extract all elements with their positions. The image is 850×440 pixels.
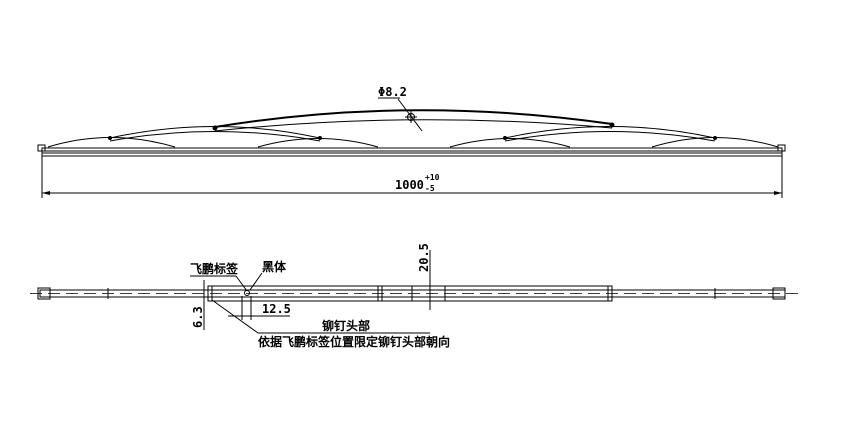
- top-view: Φ8.2 1000 +10 -5: [37, 85, 786, 198]
- length-value: 1000: [395, 178, 424, 192]
- note-leader: [211, 299, 259, 334]
- label-font: 黑体: [262, 259, 287, 274]
- rivet-left: [212, 125, 218, 131]
- dim-height: 20.5: [417, 243, 431, 272]
- orientation-note: 依据飞鹏标签位置限定铆钉头部朝向: [258, 334, 450, 349]
- length-tol-lower: -5: [425, 184, 435, 193]
- dim-width: 6.3: [191, 306, 205, 328]
- main-frame-lower: [214, 119, 613, 132]
- blade-strip: [41, 147, 783, 157]
- diameter-leader: [397, 98, 423, 132]
- label-tag: 飞鹏标签: [190, 261, 239, 276]
- end-cap-left: [37, 144, 46, 152]
- bottom-view: 20.5 6.3 12.5 飞鹏标签 黑体 铆钉头部 依据飞鹏标签位置限定铆钉头…: [30, 243, 800, 349]
- end-cap-right: [777, 144, 786, 152]
- diameter-label: Φ8.2: [378, 85, 407, 99]
- rivet-right: [609, 122, 615, 128]
- dim-offset: 12.5: [262, 302, 291, 316]
- label-rivet-head: 铆钉头部: [322, 318, 370, 333]
- rivet-head: [244, 290, 250, 296]
- yoke-right: [504, 126, 716, 139]
- length-tol-upper: +10: [425, 173, 440, 182]
- main-frame-upper: [214, 109, 613, 128]
- claw-2: [257, 138, 379, 148]
- claw-3: [449, 138, 571, 148]
